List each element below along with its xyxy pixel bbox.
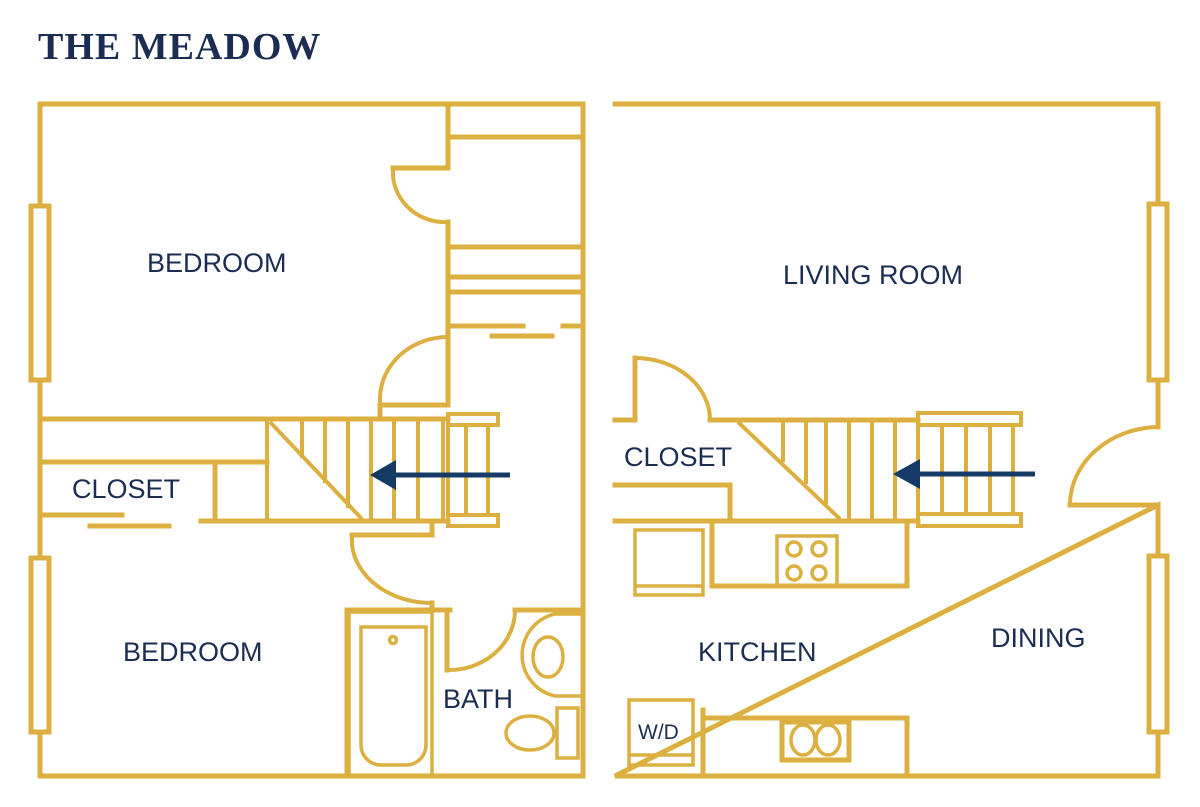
label-dining: DINING: [991, 623, 1086, 653]
burner: [810, 540, 828, 558]
closet-main-wall: [612, 355, 921, 524]
label-bedroom-bottom: BEDROOM: [123, 637, 263, 667]
hall-sliding-door: [445, 323, 586, 339]
window-dining: [1146, 553, 1170, 735]
bathtub-basin: [359, 625, 428, 767]
upper-stair-arrow-icon: [370, 460, 510, 490]
sink-basin-left: [789, 723, 817, 757]
closet-shelf-wall: [37, 459, 451, 524]
washer-dryer: [627, 698, 695, 767]
stove: [775, 534, 839, 588]
closet-main-door-arc: [634, 356, 712, 421]
label-closet-upper: CLOSET: [72, 474, 180, 504]
bedroom-top-bottom-wall: [37, 402, 451, 422]
burner: [810, 564, 828, 582]
upper-floor-plan: BEDROOM CLOSET BEDROOM BATH: [28, 101, 586, 779]
window-bedroom-bottom: [28, 555, 52, 735]
hall-closet-door-arc: [391, 168, 449, 225]
upper-staircase: [265, 412, 500, 528]
label-closet-main: CLOSET: [624, 442, 732, 472]
label-washer-dryer: W/D: [638, 721, 679, 744]
label-bath: BATH: [443, 684, 513, 714]
closet-sliding-door: [39, 512, 172, 529]
burner: [785, 540, 803, 558]
window-living-room: [1146, 201, 1170, 383]
vanity: [520, 612, 583, 698]
kitchen-sink: [779, 719, 852, 763]
main-stair-arrow-icon: [893, 459, 1035, 489]
hall-shelves: [445, 244, 586, 295]
plan-title: THE MEADOW: [38, 26, 322, 68]
main-staircase: [736, 411, 1023, 528]
label-bedroom-top: BEDROOM: [147, 248, 287, 278]
bath-walls: [344, 607, 586, 779]
bathtub: [347, 610, 434, 778]
bedroom-bottom-door-arc: [350, 535, 433, 606]
sink-basin-right: [814, 723, 842, 757]
label-living-room: LIVING ROOM: [783, 260, 963, 290]
bedroom-top-door-arc: [378, 335, 449, 405]
main-floor-plan: LIVING ROOM CLOSET KITCHEN DINING W/D: [612, 101, 1170, 779]
upper-floor-outer-wall: [37, 101, 586, 779]
toilet-bowl: [504, 714, 556, 752]
entry-door-arc: [1068, 425, 1159, 504]
bedroom-top-wall-segment: [377, 323, 451, 408]
main-floor-outer-wall: [612, 101, 1161, 779]
burner: [785, 564, 803, 582]
window-bedroom-top: [28, 203, 52, 383]
toilet-tank: [555, 706, 580, 760]
tub-drain: [387, 634, 399, 646]
bath-door-arc: [446, 611, 517, 673]
label-kitchen: KITCHEN: [698, 637, 817, 667]
refrigerator: [633, 528, 705, 597]
sink: [531, 635, 565, 679]
kitchen-counter-lower: [700, 707, 910, 779]
kitchen-counter-upper: [709, 518, 910, 589]
